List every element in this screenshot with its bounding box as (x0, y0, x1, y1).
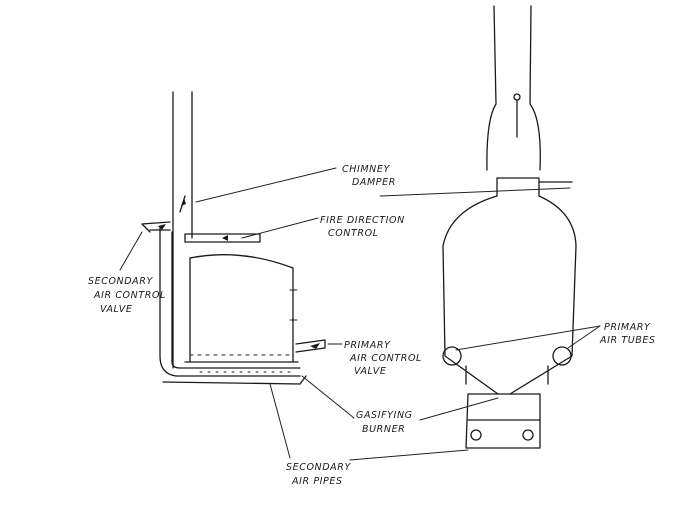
right-collar (496, 177, 573, 197)
label-secondary-valve-2: AIR CONTROL (93, 290, 166, 301)
label-primary-valve-1: PRIMARY (344, 340, 391, 351)
secondary-air-pipes (159, 227, 307, 385)
left-stove-body (184, 254, 299, 363)
right-chimney (486, 5, 541, 171)
label-primary-tubes-2: AIR TUBES (599, 335, 656, 346)
label-gasifying-2: BURNER (362, 424, 405, 435)
label-fire-direction-2: CONTROL (328, 228, 379, 239)
label-chimney-damper-1: CHIMNEY (342, 164, 390, 175)
left-damper (179, 195, 186, 213)
fire-direction-bar (184, 233, 261, 243)
right-burner-box (465, 393, 541, 449)
right-damper (513, 93, 521, 138)
label-gasifying-1: GASIFYING (356, 410, 413, 421)
label-primary-valve-3: VALVE (354, 366, 386, 377)
primary-air-valve (295, 339, 326, 353)
label-primary-tubes-1: PRIMARY (604, 322, 651, 333)
right-vessel (442, 195, 577, 395)
left-chimney (172, 91, 193, 369)
label-secondary-valve-3: VALVE (100, 304, 132, 315)
label-secondary-pipes-2: AIR PIPES (291, 476, 343, 487)
label-fire-direction-1: FIRE DIRECTION (320, 215, 405, 226)
secondary-air-valve (141, 221, 171, 233)
label-secondary-valve-1: SECONDARY (88, 276, 153, 287)
leader-lines (119, 167, 601, 461)
label-chimney-damper-2: DAMPER (352, 177, 396, 188)
label-secondary-pipes-1: SECONDARY (286, 462, 351, 473)
label-primary-valve-2: AIR CONTROL (349, 353, 422, 364)
